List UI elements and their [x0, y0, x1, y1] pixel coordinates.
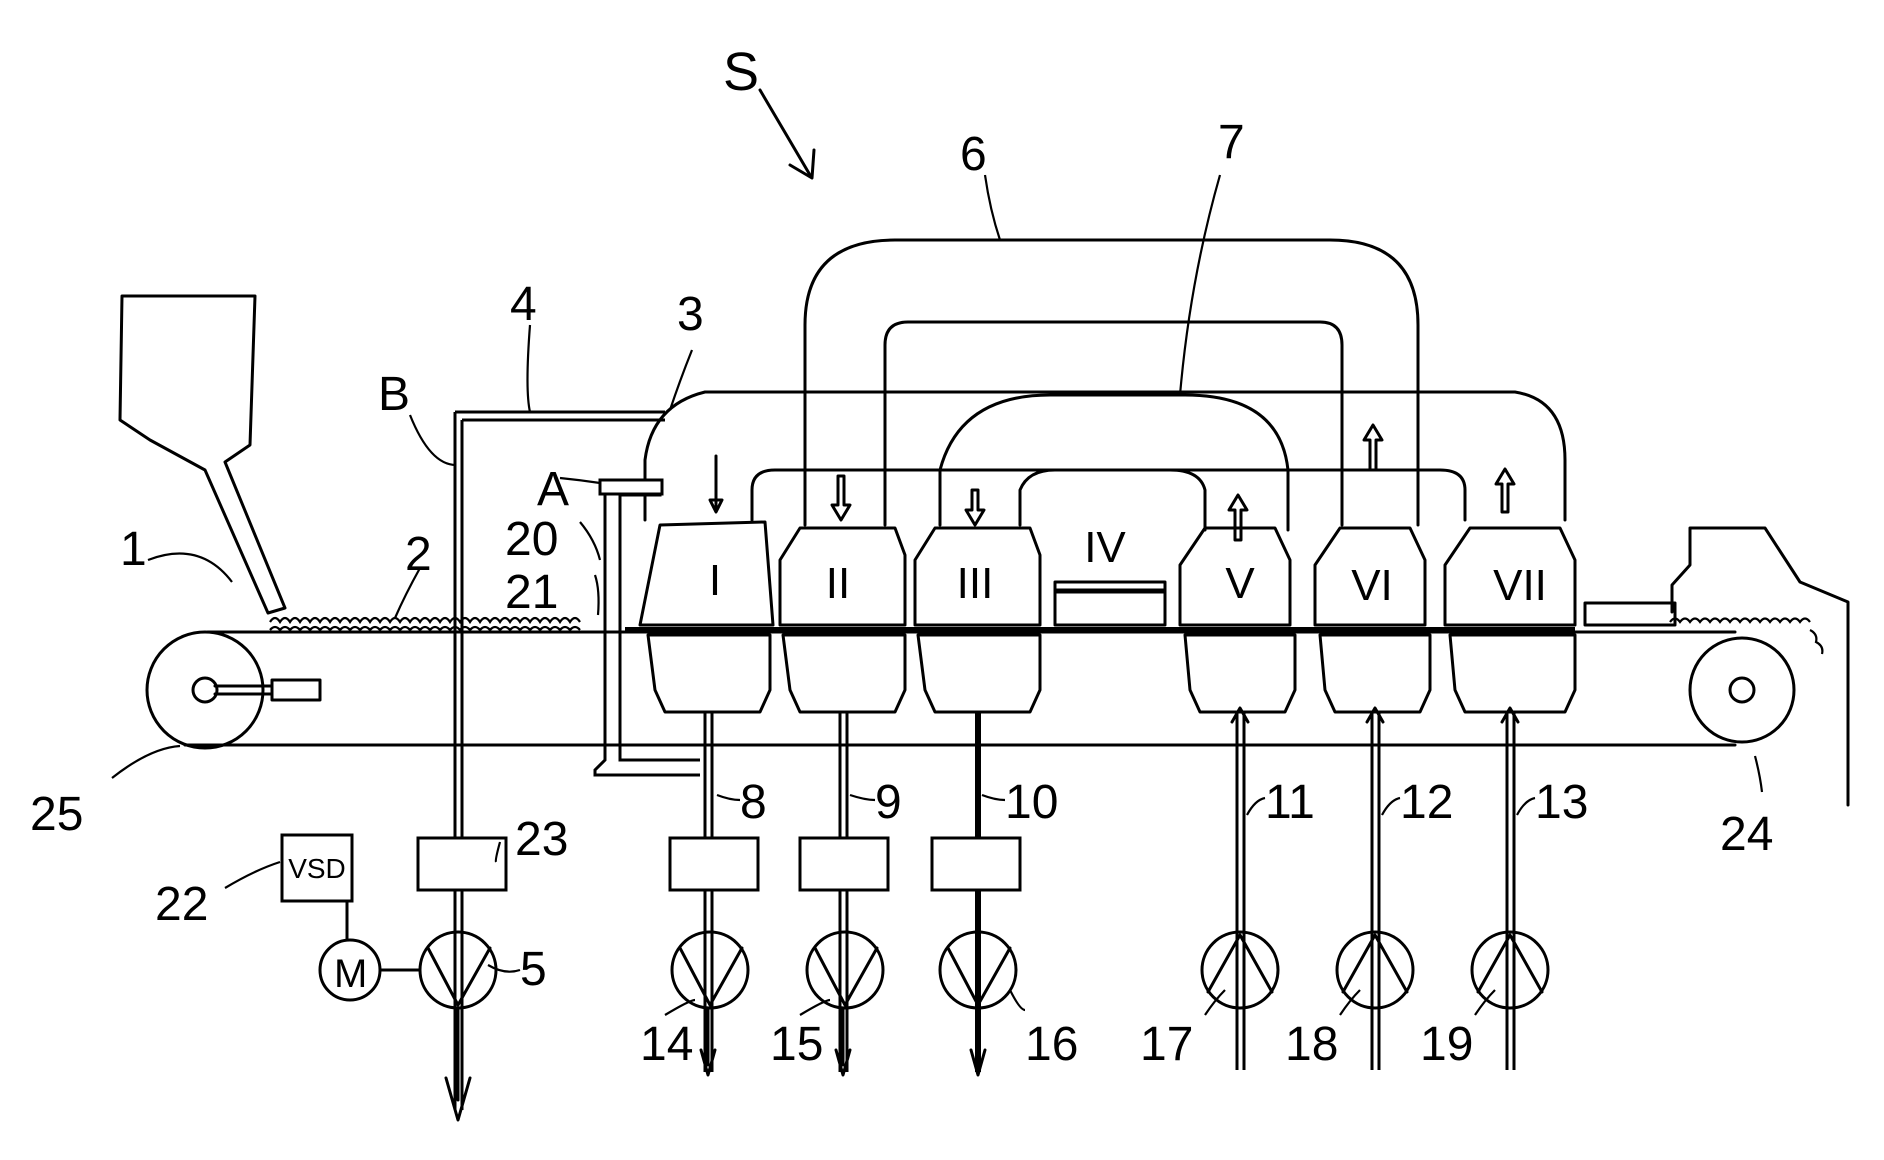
hood-inner-line [752, 470, 1465, 520]
fan-17-icon [1202, 932, 1278, 1008]
zone-label-III: III [957, 559, 994, 608]
motor: M [320, 940, 420, 1000]
motor-label: M [334, 952, 367, 996]
label-10: 10 [1005, 776, 1058, 829]
label-2: 2 [405, 528, 432, 581]
label-14: 14 [640, 1018, 693, 1071]
fan-14-icon [672, 932, 748, 1008]
filter-boxes [418, 838, 1020, 890]
label-18: 18 [1285, 1018, 1338, 1071]
duct-6 [805, 240, 1418, 525]
fan-5-icon [420, 932, 496, 1008]
conveyor-belt [185, 618, 1822, 745]
label-S: S [723, 42, 759, 102]
label-19: 19 [1420, 1018, 1473, 1071]
label-21: 21 [505, 566, 558, 619]
label-15: 15 [770, 1018, 823, 1071]
zone-label-VII: VII [1493, 561, 1547, 610]
zone-label-IV: IV [1084, 523, 1126, 572]
zone-label-I: I [709, 556, 721, 605]
reference-labels: S 1 2 3 4 5 6 7 8 9 10 11 12 13 14 15 16… [30, 42, 1773, 1071]
wind-boxes [648, 635, 1575, 712]
filter-8 [670, 838, 758, 890]
label-A: A [537, 463, 569, 516]
zone-label-VI: VI [1351, 561, 1393, 610]
label-23: 23 [515, 813, 568, 866]
label-9: 9 [875, 776, 902, 829]
vsd-label: VSD [288, 853, 346, 884]
fan-18-icon [1337, 932, 1413, 1008]
zone-label-II: II [826, 559, 850, 608]
label-11: 11 [1265, 776, 1315, 829]
label-1: 1 [120, 523, 147, 576]
label-25: 25 [30, 788, 83, 841]
filter-9 [800, 838, 888, 890]
fan-15-icon [807, 932, 883, 1008]
filter-10 [932, 838, 1020, 890]
arrow-S [760, 90, 814, 178]
label-22: 22 [155, 878, 208, 931]
label-20: 20 [505, 513, 558, 566]
label-6: 6 [960, 128, 987, 181]
label-7: 7 [1218, 116, 1245, 169]
zone-labels: I II III IV V VI VII [709, 523, 1547, 610]
zone-label-V: V [1225, 559, 1255, 608]
fan-19-icon [1472, 932, 1548, 1008]
label-4: 4 [510, 278, 537, 331]
label-8: 8 [740, 776, 767, 829]
label-17: 17 [1140, 1018, 1193, 1071]
label-24: 24 [1720, 808, 1773, 861]
duct-7 [885, 395, 1342, 530]
label-16: 16 [1025, 1018, 1078, 1071]
label-5: 5 [520, 943, 547, 996]
zone-IV [1055, 582, 1165, 625]
discharge-chute [1585, 528, 1848, 805]
hood-3 [645, 392, 1565, 520]
filter-23 [418, 838, 506, 890]
idler-drum-24 [1690, 638, 1794, 742]
label-13: 13 [1535, 776, 1588, 829]
drive-drum-25 [147, 632, 320, 748]
label-3: 3 [677, 288, 704, 341]
vsd-unit: VSD [282, 835, 352, 940]
label-B: B [378, 368, 410, 421]
label-12: 12 [1400, 776, 1453, 829]
outlet-arrows [446, 1008, 985, 1120]
